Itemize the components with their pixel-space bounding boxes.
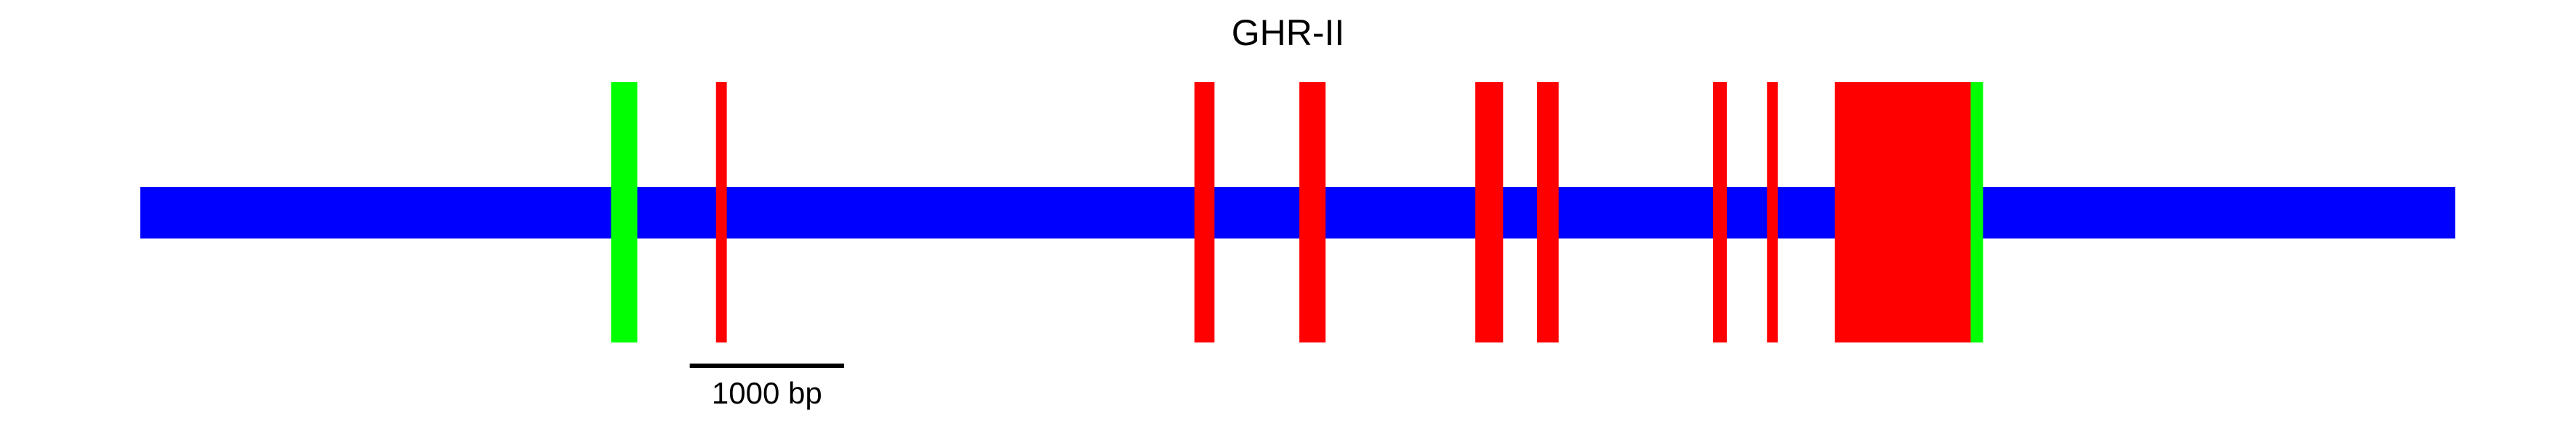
scale-bar [689,364,844,368]
coding-exon-8 [1767,82,1778,342]
utr-exon-10 [1970,82,1983,342]
coding-exon-3 [1194,82,1215,342]
coding-exon-6 [1537,82,1559,342]
gene-title: GHR-II [1231,12,1345,53]
intron-backbone [140,187,2455,238]
coding-exon-5 [1475,82,1504,342]
exon-group [611,82,1983,342]
utr-exon-1 [611,82,638,342]
coding-exon-9 [1834,82,1971,342]
coding-exon-4 [1299,82,1326,342]
coding-exon-2 [715,82,727,342]
coding-exon-7 [1712,82,1728,342]
scale-bar-label: 1000 bp [711,376,822,410]
